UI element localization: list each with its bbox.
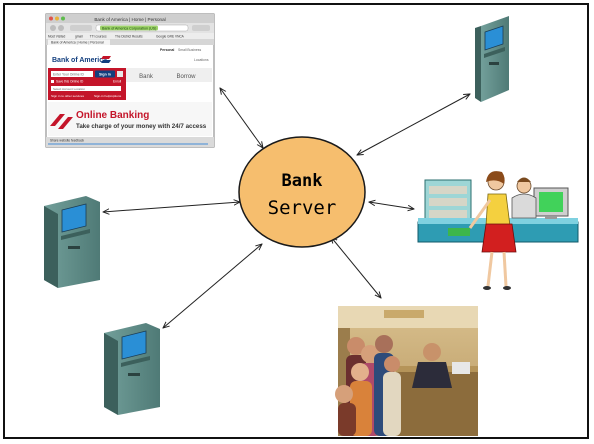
signin-button[interactable] xyxy=(95,70,115,78)
arrow-atm-topright-server xyxy=(357,94,470,155)
online-id-input[interactable] xyxy=(51,71,93,77)
server-ellipse xyxy=(238,136,366,248)
browser-window-title: Bank of America | Home | Personal xyxy=(94,17,165,22)
bookmark-item[interactable]: gmail xyxy=(75,35,83,39)
nav-small-business[interactable]: Small Business xyxy=(178,48,201,52)
atm-screen-icon xyxy=(61,203,87,233)
tab-borrow[interactable]: Borrow xyxy=(176,74,196,80)
photo-monitor-icon xyxy=(452,362,470,374)
bank-queue-photo xyxy=(335,306,478,436)
promo-subtitle: Take charge of your money with 24/7 acce… xyxy=(76,123,207,130)
reload-icon[interactable] xyxy=(70,25,92,31)
browser-tab-label[interactable]: Bank of America | Home | Personal xyxy=(51,41,104,45)
location-select-placeholder: Select Account Location xyxy=(53,87,85,91)
online-banking-browser: Bank of America | Home | Personal Bank o… xyxy=(45,13,215,148)
bank-teller-clipart xyxy=(417,171,579,290)
diagram-border xyxy=(3,3,589,439)
back-icon[interactable] xyxy=(50,25,56,31)
location-select[interactable] xyxy=(51,86,121,91)
feedback-link[interactable]: Share website feedback xyxy=(50,139,84,143)
atm-top-right xyxy=(475,16,509,102)
bookmarks-bar: Most Visited gmail TTI courses The District… xyxy=(48,35,185,39)
atm-screen-icon xyxy=(121,330,147,360)
bookmark-item[interactable]: Most Visited xyxy=(48,35,66,39)
cash-icon xyxy=(448,228,470,236)
lock-icon xyxy=(117,71,123,77)
server-label-line1: Bank xyxy=(282,171,323,191)
search-icon[interactable] xyxy=(192,25,210,31)
promo-swoosh-icon xyxy=(50,114,65,126)
connection-arrows xyxy=(103,88,470,328)
arrow-teller-server xyxy=(369,202,414,209)
atm-bottom xyxy=(104,323,160,415)
online-id-placeholder: Enter Your Online ID xyxy=(53,72,84,76)
arrow-atm-left-server xyxy=(103,202,240,212)
nav-personal[interactable]: Personal xyxy=(160,48,174,52)
server-label-line2: Server xyxy=(268,197,337,219)
signin-button-label: Sign In xyxy=(99,73,111,77)
arrow-atm-bottom-server xyxy=(163,244,262,328)
arrow-browser-server xyxy=(220,88,263,148)
atm-screen-icon xyxy=(484,25,504,51)
boa-logo-text: Bank of America xyxy=(52,57,107,64)
save-id-checkbox[interactable] xyxy=(51,80,54,83)
bookmark-item[interactable]: Google GRE VNCA xyxy=(156,35,185,39)
boa-flag-icon xyxy=(101,56,111,63)
save-id-label: Save this Online ID xyxy=(56,80,84,84)
other-services-link[interactable]: Sign in to other services xyxy=(51,94,84,98)
bookmark-item[interactable]: The District Results xyxy=(115,35,143,39)
address-bar-text: Bank of America Corporation (US) xyxy=(102,27,156,31)
enroll-link[interactable]: Enroll xyxy=(113,80,121,84)
forward-icon[interactable] xyxy=(58,25,64,31)
teller-sign xyxy=(384,310,424,318)
tab-bank[interactable]: Bank xyxy=(139,74,154,80)
promo-title: Online Banking xyxy=(76,110,149,121)
nav-locations[interactable]: Locations xyxy=(194,58,209,62)
queue-people xyxy=(335,335,401,436)
bank-server-node: Bank Server xyxy=(238,136,366,248)
signin-help-link[interactable]: Sign-in help/options xyxy=(94,94,122,98)
monitor-icon xyxy=(539,192,563,212)
bookmark-item[interactable]: TTI courses xyxy=(90,35,107,39)
arrow-queue-server xyxy=(331,237,381,298)
atm-left xyxy=(44,196,100,288)
